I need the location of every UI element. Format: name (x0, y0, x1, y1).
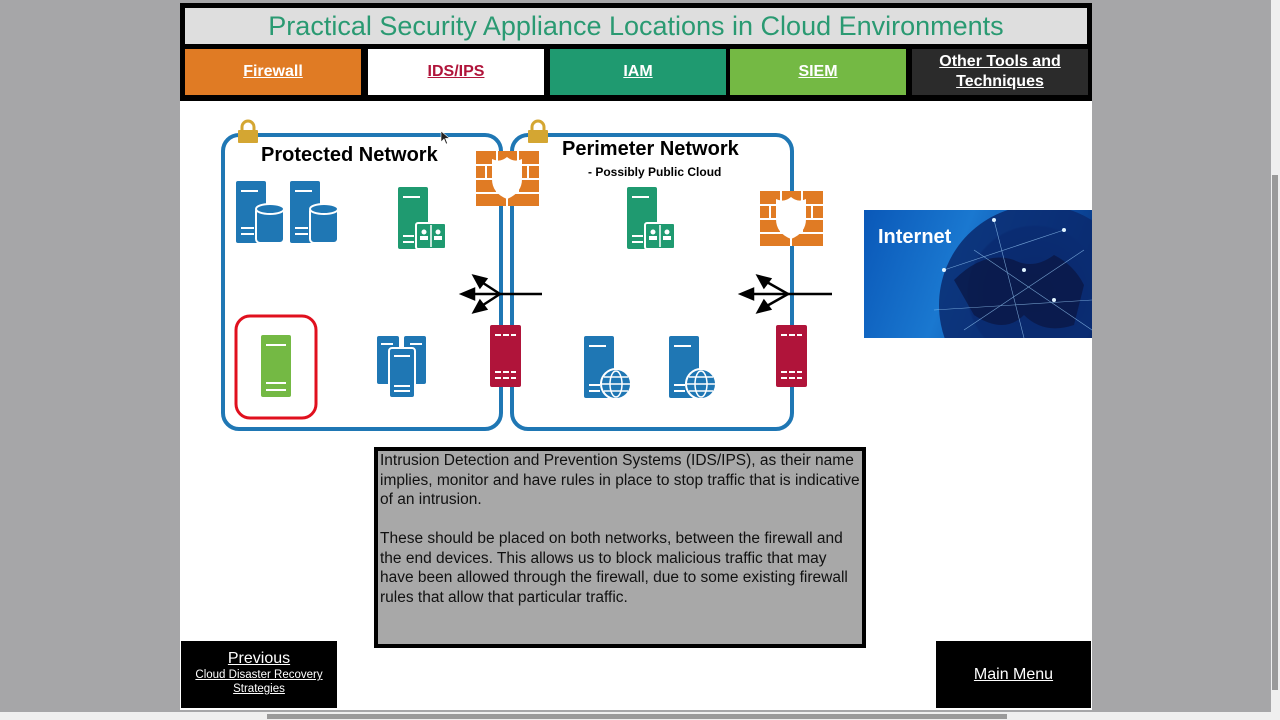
info-paragraph: These should be placed on both networks,… (380, 530, 848, 606)
traffic-arrow-icon (737, 274, 832, 314)
tab-other-tools[interactable]: Other Tools and Techniques (912, 49, 1088, 95)
web-server-icon (669, 336, 717, 400)
ids-ips-device-icon (776, 325, 807, 387)
ids-ips-device-icon (490, 325, 521, 387)
network-diagram: Protected Network Perimeter Network - Po… (180, 101, 1092, 446)
server-icon (261, 335, 291, 397)
tab-firewall[interactable]: Firewall (185, 49, 361, 95)
header: Practical Security Appliance Locations i… (180, 3, 1092, 101)
main-menu-button[interactable]: Main Menu (936, 641, 1091, 708)
lock-icon (238, 119, 258, 143)
directory-server-icon (627, 187, 676, 250)
page-title: Practical Security Appliance Locations i… (268, 10, 1004, 41)
tab-label: Firewall (243, 63, 303, 80)
horizontal-scrollbar-thumb[interactable] (267, 714, 1007, 719)
previous-label: Previous (227, 650, 291, 667)
info-text: Intrusion Detection and Prevention Syste… (378, 451, 862, 644)
directory-server-icon (398, 187, 447, 250)
vertical-scrollbar[interactable] (1271, 0, 1280, 712)
tab-label: SIEM (798, 63, 838, 80)
tab-iam[interactable]: IAM (550, 49, 726, 95)
traffic-arrow-icon (458, 274, 542, 314)
tab-siem[interactable]: SIEM (730, 49, 906, 95)
internet-image: Internet (864, 210, 1092, 338)
title-bar: Practical Security Appliance Locations i… (185, 8, 1087, 44)
internet-label: Internet (878, 226, 952, 248)
server-cluster-icon (377, 336, 426, 399)
perimeter-network-label: Perimeter Network (562, 138, 739, 160)
firewall-icon (476, 151, 539, 206)
highlight-frame (234, 314, 318, 420)
lock-icon (528, 119, 548, 143)
tab-ids-ips[interactable]: IDS/IPS (368, 49, 544, 95)
protected-network-boundary (221, 133, 503, 431)
perimeter-network-sublabel: - Possibly Public Cloud (588, 165, 722, 179)
perimeter-network-boundary (510, 133, 794, 431)
tab-label: Other Tools and Techniques (939, 53, 1061, 90)
globe-icon (933, 210, 1092, 338)
horizontal-scrollbar[interactable] (0, 712, 1280, 720)
previous-button[interactable]: Previous Cloud Disaster Recovery Strateg… (181, 641, 337, 708)
main-menu-label: Main Menu (973, 665, 1054, 683)
previous-target-label: Cloud Disaster Recovery Strategies (195, 669, 323, 695)
info-box: Intrusion Detection and Prevention Syste… (374, 447, 866, 648)
protected-network-label: Protected Network (261, 144, 438, 166)
database-server-icon (290, 181, 339, 244)
firewall-icon (760, 191, 823, 246)
tab-label: IAM (623, 63, 653, 80)
database-server-icon (236, 181, 285, 244)
tab-label: IDS/IPS (427, 63, 485, 80)
mouse-cursor-icon (440, 130, 451, 145)
vertical-scrollbar-thumb[interactable] (1272, 175, 1278, 690)
web-server-icon (584, 336, 632, 400)
slide: Practical Security Appliance Locations i… (180, 3, 1092, 710)
info-paragraph: Intrusion Detection and Prevention Syste… (380, 452, 860, 508)
